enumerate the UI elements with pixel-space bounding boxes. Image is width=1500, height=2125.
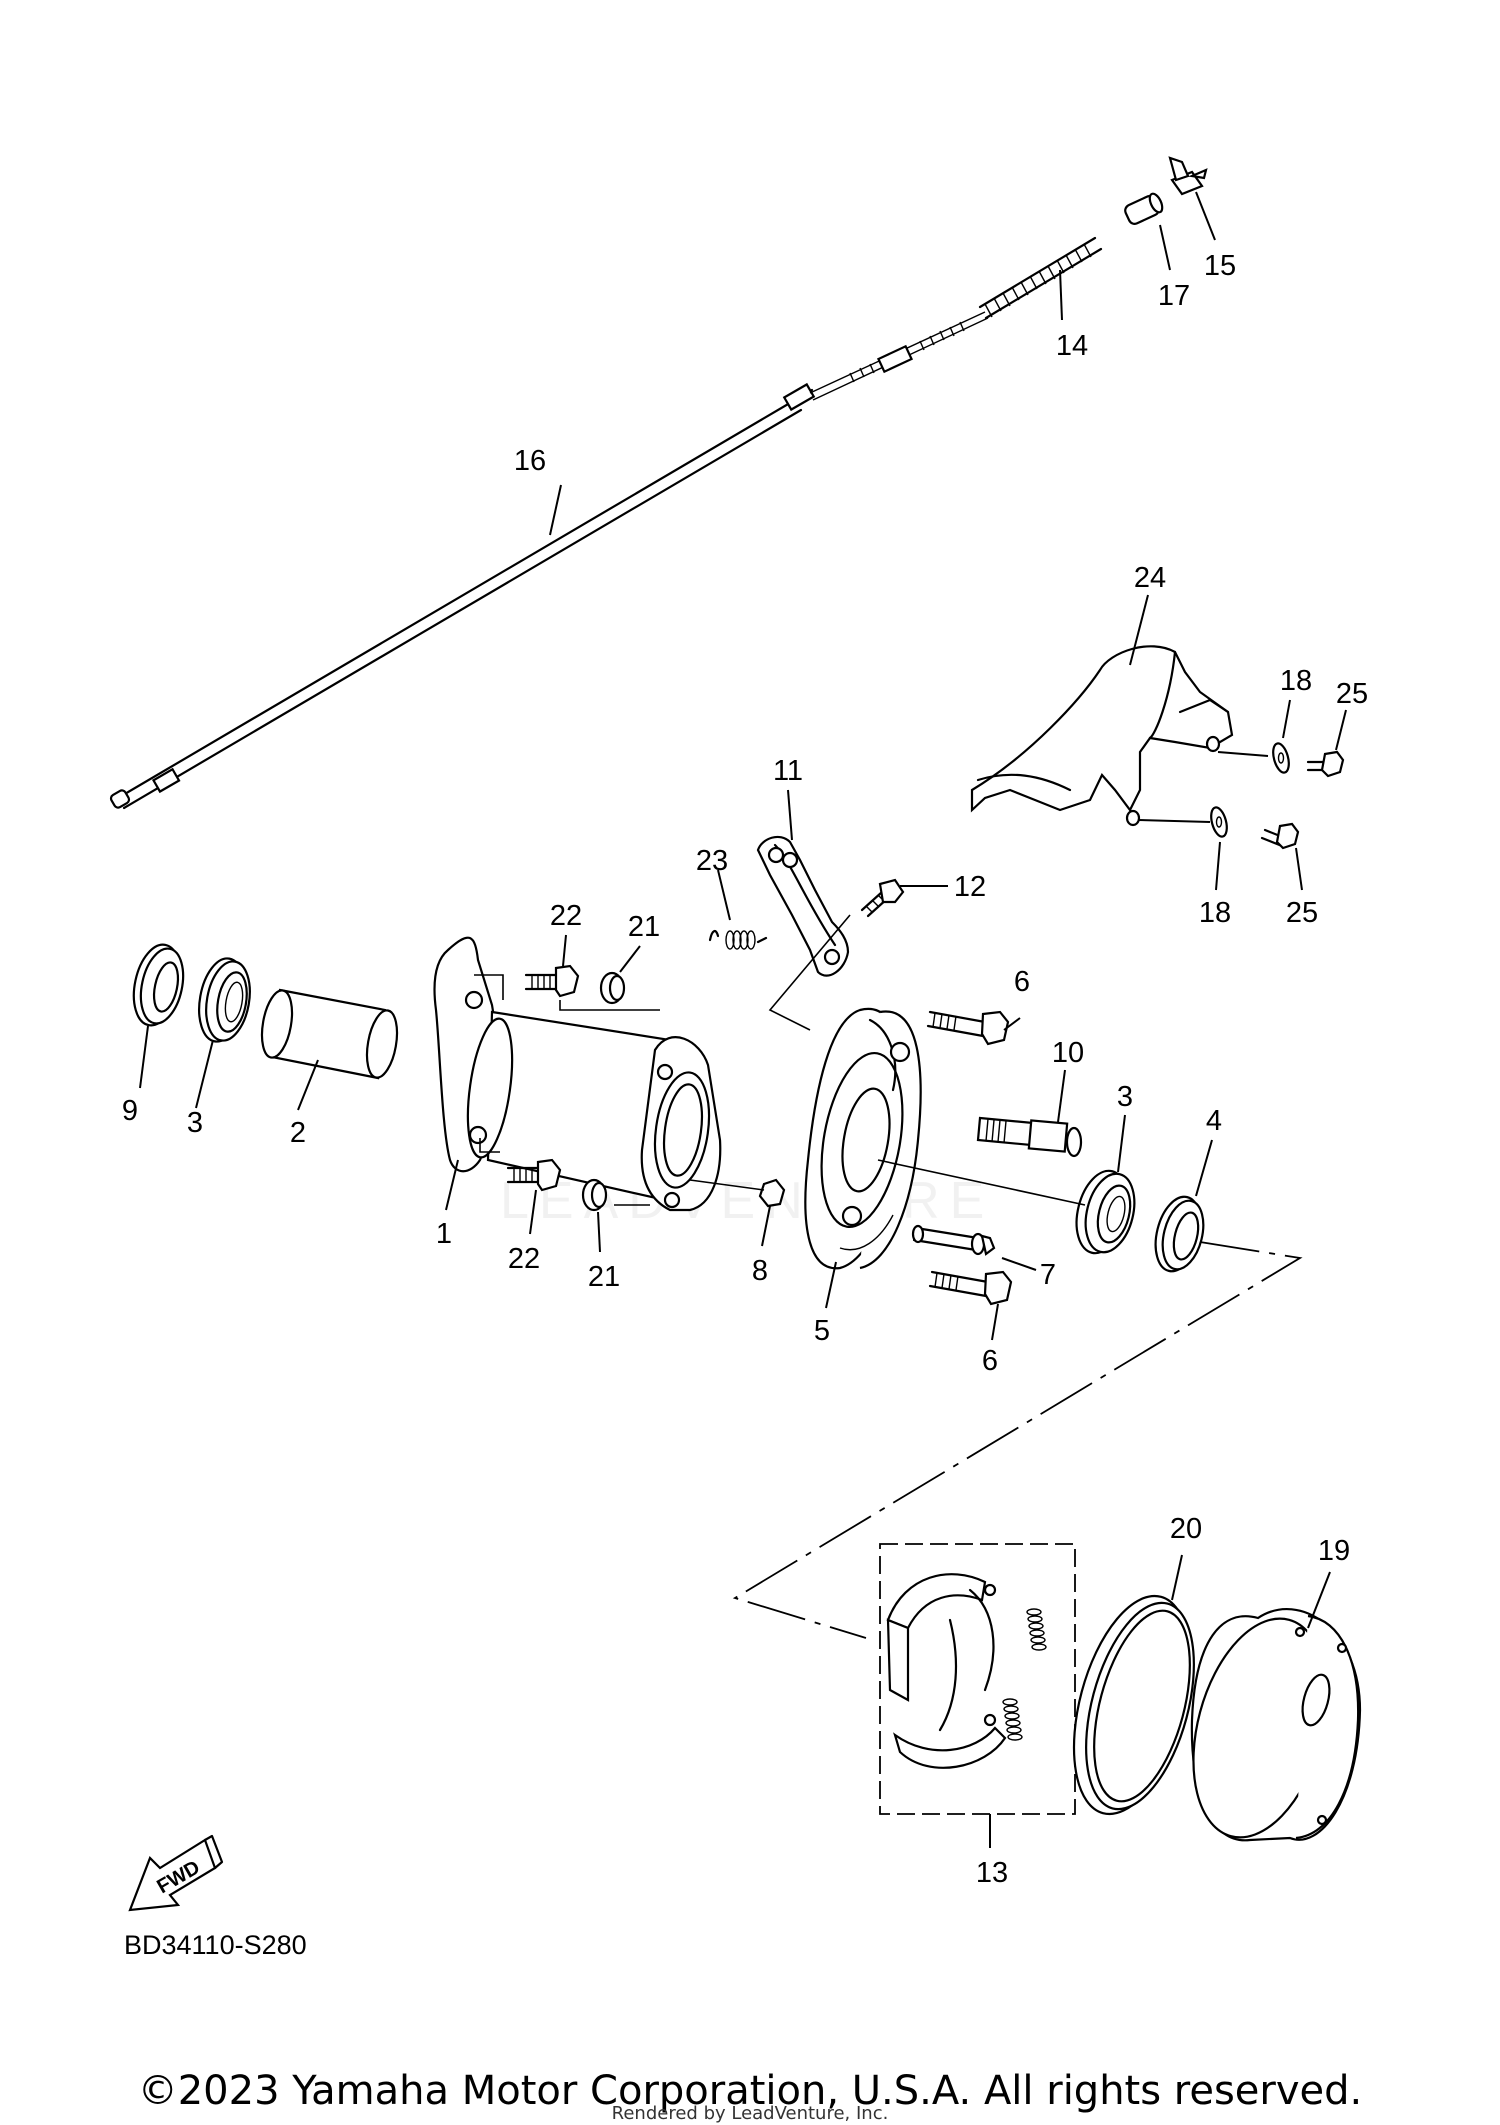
callout-21a: 21 xyxy=(628,911,660,943)
part-21-washer-lower[interactable] xyxy=(581,1178,608,1212)
fwd-arrow-icon: FWD xyxy=(128,1834,224,1912)
callout-25a: 25 xyxy=(1336,678,1368,710)
part-6-bolt-lower[interactable] xyxy=(928,1270,1013,1306)
callout-16: 16 xyxy=(514,445,546,477)
callout-17: 17 xyxy=(1158,280,1190,312)
callout-1: 1 xyxy=(436,1218,452,1250)
part-25-bolt-upper[interactable] xyxy=(1306,750,1345,778)
callout-14: 14 xyxy=(1056,330,1088,362)
leader-11-5 xyxy=(768,914,851,1031)
leader-24-18b xyxy=(1137,819,1211,823)
callout-2: 2 xyxy=(290,1117,306,1149)
part-4-oil-seal[interactable] xyxy=(1148,1192,1209,1276)
axis-line xyxy=(877,1159,1086,1206)
callout-4: 4 xyxy=(1206,1105,1222,1137)
part-22-bolt-upper[interactable] xyxy=(524,964,580,998)
part-14-spring[interactable] xyxy=(978,236,1103,320)
diagram-code: BD34110-S280 xyxy=(124,1930,307,1960)
part-9-oil-seal[interactable] xyxy=(127,940,190,1029)
part-20-seal-ring[interactable] xyxy=(1053,1583,1214,1826)
part-22-bolt-lower[interactable] xyxy=(506,1158,562,1192)
callout-22b: 22 xyxy=(508,1243,540,1275)
part-15-adjusting-nut[interactable] xyxy=(1168,156,1208,196)
callout-23: 23 xyxy=(696,845,728,877)
callout-24: 24 xyxy=(1134,562,1166,594)
part-18-washer-lower[interactable] xyxy=(1208,806,1229,839)
dash-leader-22b xyxy=(479,1138,650,1206)
part-7-pin[interactable] xyxy=(911,1224,996,1256)
callout-18b: 18 xyxy=(1199,897,1231,929)
part-25-bolt-lower[interactable] xyxy=(1260,822,1300,850)
part-12-bolt[interactable] xyxy=(860,878,905,918)
part-2-collar[interactable] xyxy=(257,988,401,1080)
part-19-brake-drum[interactable] xyxy=(1171,1604,1362,1852)
callout-6b: 6 xyxy=(982,1345,998,1377)
part-18-washer-upper[interactable] xyxy=(1270,742,1291,775)
callout-3b: 3 xyxy=(1117,1081,1133,1113)
watermark-text: LEADVENTURE xyxy=(500,1172,994,1230)
dash-leader-22a xyxy=(474,974,660,1011)
callout-18a: 18 xyxy=(1280,665,1312,697)
part-23-spring[interactable] xyxy=(708,930,768,950)
part-13-brake-shoe-kit[interactable] xyxy=(879,1543,1076,1815)
part-3-bearing-left[interactable] xyxy=(193,955,256,1045)
callout-7: 7 xyxy=(1040,1259,1056,1291)
callout-3a: 3 xyxy=(187,1107,203,1139)
part-3-bearing-right[interactable] xyxy=(1069,1165,1142,1258)
callout-22a: 22 xyxy=(550,900,582,932)
callout-13: 13 xyxy=(976,1857,1008,1889)
part-8-nut[interactable] xyxy=(689,1178,786,1208)
callout-8: 8 xyxy=(752,1255,768,1287)
part-21-washer-upper[interactable] xyxy=(599,971,626,1005)
part-16-brake-cable[interactable] xyxy=(109,311,989,810)
part-11-brake-arm[interactable] xyxy=(756,835,850,977)
part-10-camshaft[interactable] xyxy=(976,1116,1083,1158)
leader-24-18a xyxy=(1217,751,1269,757)
dash-axis-leader xyxy=(732,1241,1303,1639)
part-5-brake-plate[interactable] xyxy=(804,1007,922,1270)
callout-20: 20 xyxy=(1170,1513,1202,1545)
copyright-notice: ©2023 Yamaha Motor Corporation, U.S.A. A… xyxy=(137,2068,1363,2114)
callout-6a: 6 xyxy=(1014,966,1030,998)
part-17-joint[interactable] xyxy=(1123,192,1164,226)
callout-15: 15 xyxy=(1204,250,1236,282)
part-1-hub[interactable] xyxy=(433,936,722,1212)
callout-25b: 25 xyxy=(1286,897,1318,929)
part-6-bolt-upper[interactable] xyxy=(926,1010,1010,1046)
callout-9: 9 xyxy=(122,1095,138,1127)
rendered-by-notice: Rendered by LeadVenture, Inc. xyxy=(611,2103,889,2124)
callout-10: 10 xyxy=(1052,1037,1084,1069)
callout-21b: 21 xyxy=(588,1261,620,1293)
callout-11: 11 xyxy=(773,755,803,787)
part-24-cover[interactable] xyxy=(970,645,1234,827)
callouts: 16 14 17 15 24 18 25 18 25 11 12 23 22 2… xyxy=(122,191,1368,1889)
callout-12: 12 xyxy=(954,871,986,903)
callout-5: 5 xyxy=(814,1315,830,1347)
callout-19: 19 xyxy=(1318,1535,1350,1567)
